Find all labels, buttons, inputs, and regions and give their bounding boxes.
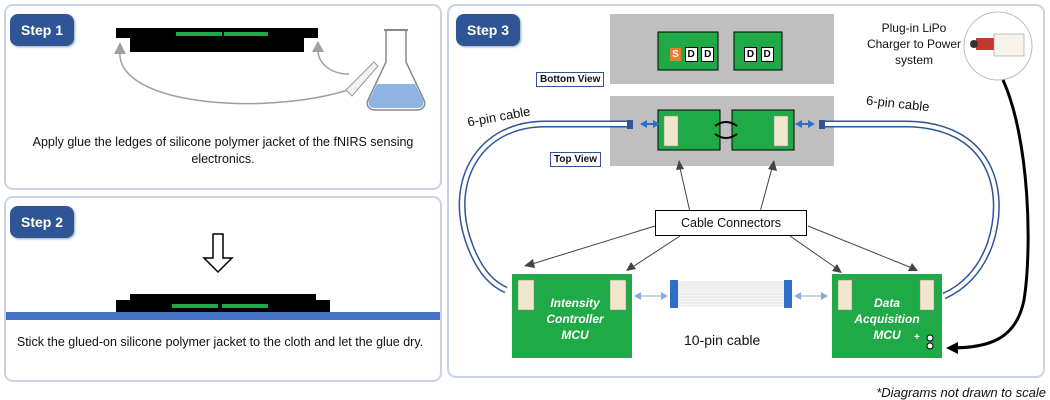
label-d2: D <box>701 47 715 62</box>
label-d1: D <box>684 47 698 62</box>
bottom-view-board <box>610 14 834 84</box>
step2-panel <box>4 196 442 382</box>
step1-badge: Step 1 <box>10 14 74 46</box>
top-view-label: Top View <box>550 152 601 167</box>
sd-labels: S D D <box>670 45 715 62</box>
label-d3: D <box>744 47 757 62</box>
bottom-view-label: Bottom View <box>536 72 605 87</box>
ten-pin-label: 10-pin cable <box>684 332 761 348</box>
footnote: *Diagrams not drawn to scale <box>876 385 1046 400</box>
mcu-right-plus: + <box>914 332 920 343</box>
step1-illustration <box>114 28 426 111</box>
step3-badge: Step 3 <box>456 14 520 46</box>
step2-caption: Stick the glued-on silicone polymer jack… <box>16 335 424 349</box>
step2-badge: Step 2 <box>10 206 74 238</box>
mcu-left-label: Intensity Controller MCU <box>546 296 604 342</box>
label-s: S <box>670 48 681 61</box>
cable-connectors-box: Cable Connectors <box>655 210 807 236</box>
step1-caption: Apply glue the ledges of silicone polyme… <box>32 135 414 166</box>
top-view-board <box>610 96 834 166</box>
dd-labels: D D <box>744 45 774 62</box>
step2-illustration <box>6 233 440 320</box>
mcu-right-label: Data Acquisition MCU <box>854 296 920 342</box>
label-d4: D <box>760 47 774 62</box>
charger-label: Plug-in LiPo Charger to Power system <box>866 21 962 67</box>
